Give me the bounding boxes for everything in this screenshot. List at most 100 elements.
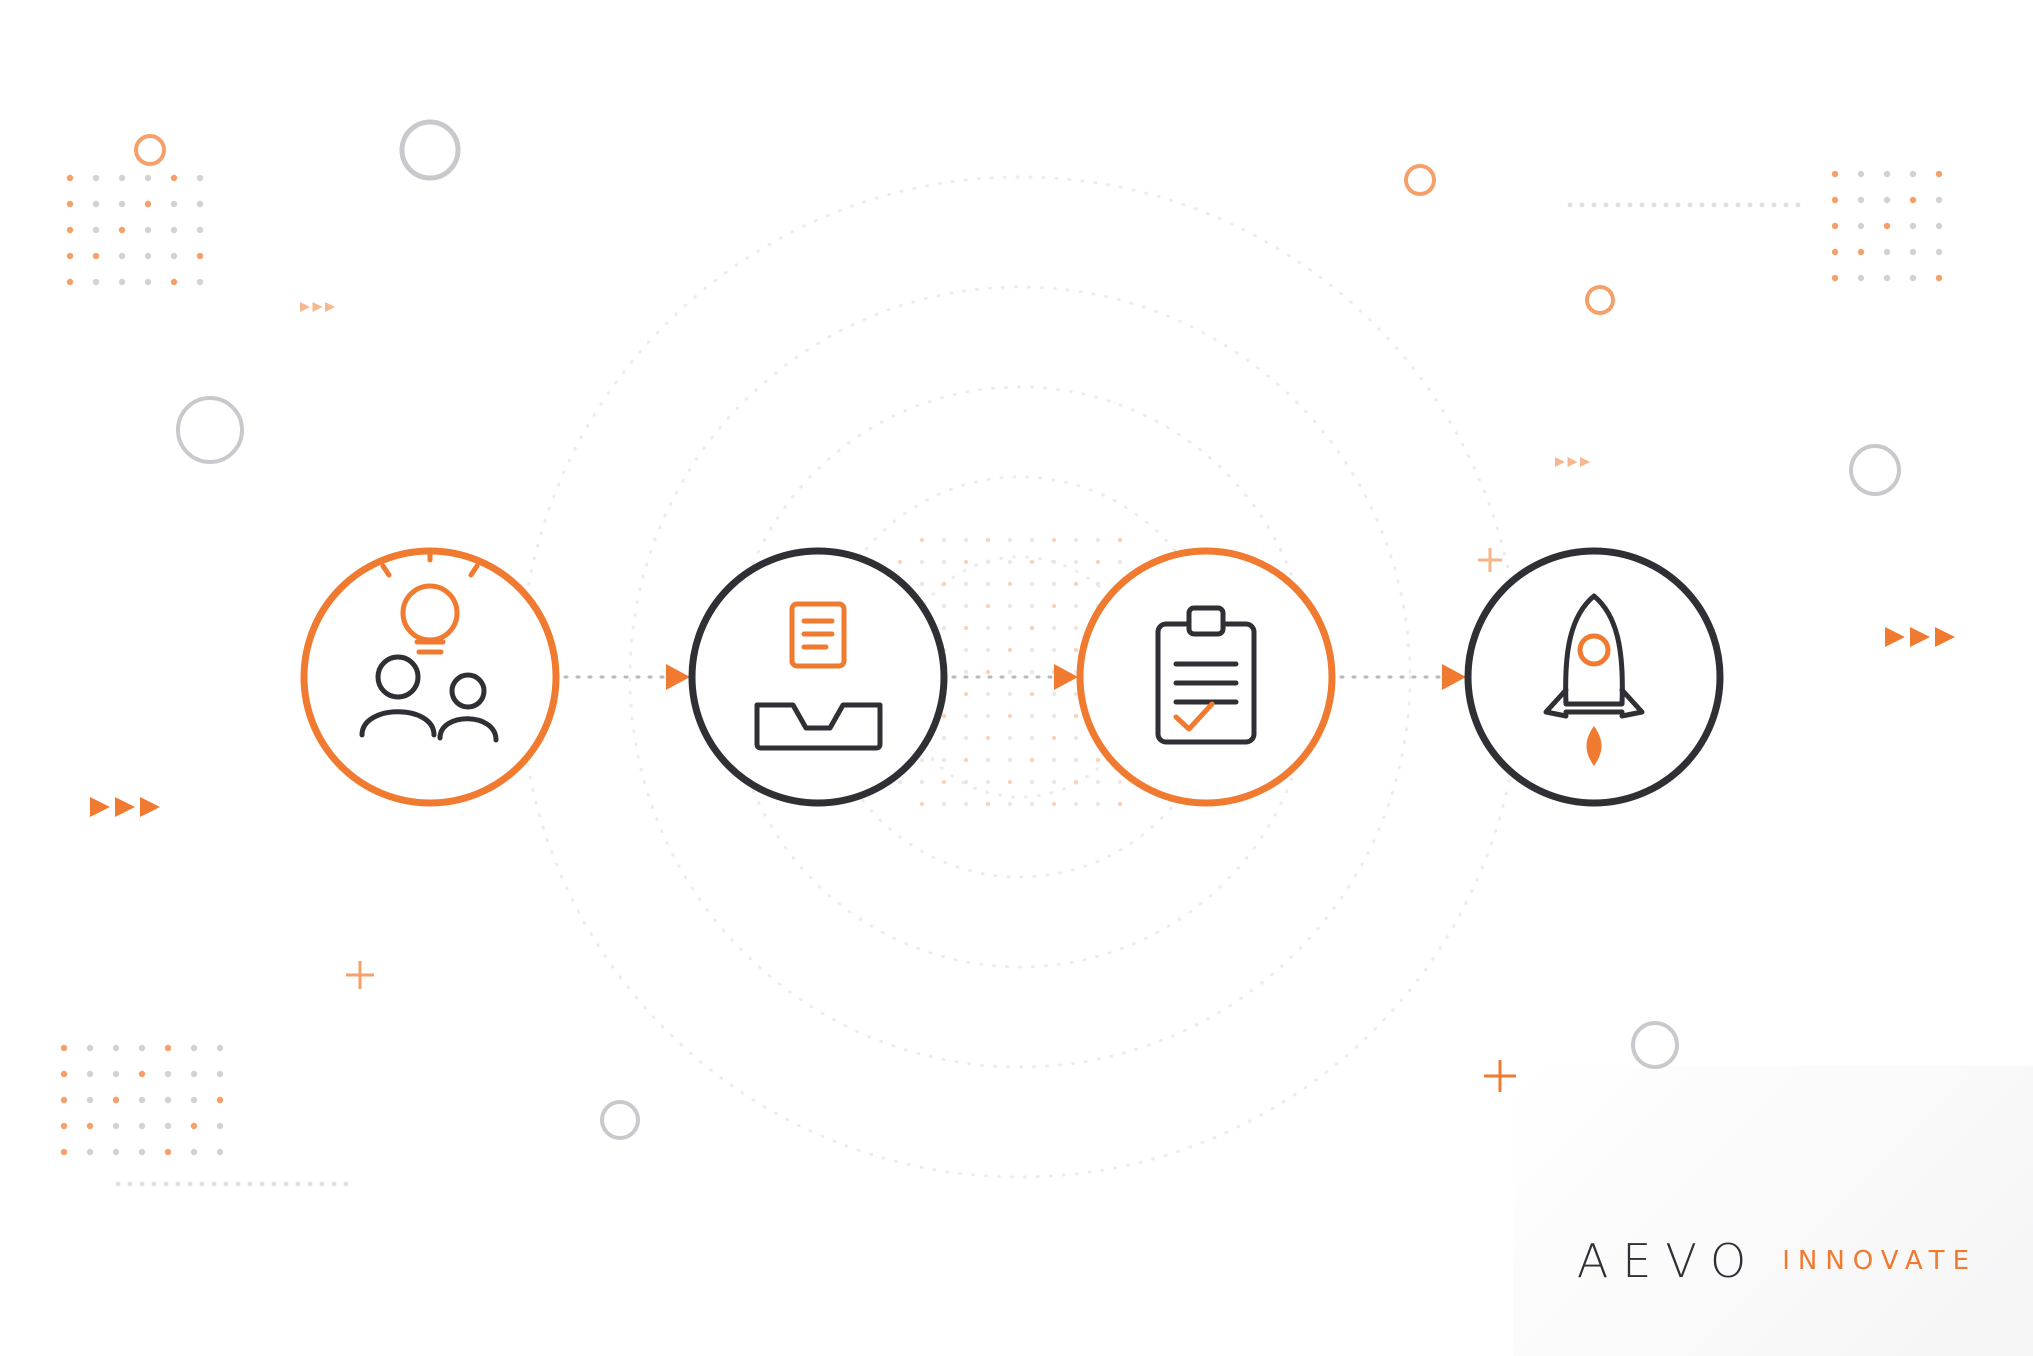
center-dot — [985, 537, 991, 543]
dotted-line-bottom-left — [223, 1181, 229, 1187]
dotted-line-top-right — [1723, 202, 1729, 208]
dotted-line-top-right — [1579, 202, 1585, 208]
dot-grid-top-left — [144, 174, 152, 182]
center-dot — [919, 537, 925, 543]
dot-grid-top-left — [66, 252, 74, 260]
center-dot — [1073, 757, 1079, 763]
arrows-icon — [1885, 627, 1905, 647]
dot-grid-bottom-left — [164, 1044, 172, 1052]
dot-grid-top-right — [1935, 196, 1943, 204]
dot-grid-top-right — [1831, 196, 1839, 204]
dot-grid-top-left — [144, 226, 152, 234]
center-dot — [941, 537, 947, 543]
team-idea-icon — [359, 547, 499, 743]
arrows-icon — [1555, 457, 1565, 467]
dot-grid-top-left — [66, 278, 74, 286]
arrows-icon — [312, 302, 323, 312]
dot-grid-bottom-left — [86, 1044, 94, 1052]
dot-grid-top-left — [196, 252, 204, 260]
dotted-line-bottom-left — [319, 1181, 325, 1187]
decor-ring — [1404, 164, 1436, 196]
dot-grid-bottom-left — [86, 1122, 94, 1130]
center-dot — [1051, 581, 1057, 587]
dotted-line-bottom-left — [211, 1181, 217, 1187]
center-dot — [1029, 559, 1035, 565]
center-dot — [941, 625, 947, 631]
decor-ring — [1631, 1021, 1679, 1069]
dot-grid-top-left — [196, 174, 204, 182]
dot-grid-top-right — [1831, 248, 1839, 256]
dot-grid-top-left — [196, 200, 204, 208]
center-dot — [1007, 757, 1013, 763]
center-dot — [963, 625, 969, 631]
center-dot — [1029, 779, 1035, 785]
center-dot — [1073, 713, 1079, 719]
center-dot — [1051, 559, 1057, 565]
dot-grid-top-right — [1935, 170, 1943, 178]
arrows-icon — [325, 302, 335, 312]
dot-grid-top-right — [1883, 170, 1891, 178]
center-dot — [985, 735, 991, 741]
dot-grid-top-right — [1909, 274, 1917, 282]
center-dot — [1007, 691, 1013, 697]
dot-grid-top-left — [92, 174, 100, 182]
dot-grid-bottom-left — [190, 1122, 198, 1130]
dot-grid-bottom-left — [112, 1096, 120, 1104]
dot-grid-top-left — [118, 278, 126, 286]
dot-grid-bottom-left — [86, 1070, 94, 1078]
dot-grid-top-right — [1883, 196, 1891, 204]
center-dot — [1073, 779, 1079, 785]
center-dot — [1095, 537, 1101, 543]
decor-ring — [399, 119, 461, 181]
dot-grid-top-right — [1909, 196, 1917, 204]
dotted-line-bottom-left — [247, 1181, 253, 1187]
center-dot — [985, 713, 991, 719]
dot-grid-top-left — [144, 200, 152, 208]
center-dot — [1117, 537, 1123, 543]
dot-grid-top-left — [170, 252, 178, 260]
center-dot — [1007, 581, 1013, 587]
dot-grid-bottom-left — [138, 1044, 146, 1052]
dotted-line-bottom-left — [259, 1181, 265, 1187]
center-dot — [1007, 713, 1013, 719]
dotted-line-bottom-left — [175, 1181, 181, 1187]
dot-grid-bottom-left — [60, 1044, 68, 1052]
dot-grid-top-right — [1909, 222, 1917, 230]
center-dot — [1051, 713, 1057, 719]
plus-icon — [346, 961, 374, 989]
dot-grid-top-left — [118, 174, 126, 182]
dotted-line-bottom-left — [343, 1181, 349, 1187]
center-dot — [1029, 735, 1035, 741]
center-dot — [985, 625, 991, 631]
center-dot — [1073, 647, 1079, 653]
center-dot — [919, 559, 925, 565]
dot-grid-bottom-left — [112, 1044, 120, 1052]
center-dot — [897, 559, 903, 565]
dot-grid-top-right — [1935, 248, 1943, 256]
corner-shade — [1513, 1066, 2033, 1356]
center-dot — [1051, 537, 1057, 543]
dot-grid-bottom-left — [86, 1148, 94, 1156]
decor-ring — [176, 396, 244, 464]
dotted-line-bottom-left — [187, 1181, 193, 1187]
dot-grid-bottom-left — [190, 1044, 198, 1052]
dot-grid-top-left — [196, 226, 204, 234]
dotted-line-top-right — [1663, 202, 1669, 208]
center-dot — [1029, 647, 1035, 653]
dot-grid-bottom-left — [164, 1070, 172, 1078]
dotted-line-bottom-left — [115, 1181, 121, 1187]
center-dot — [1029, 713, 1035, 719]
dot-grid-top-left — [92, 252, 100, 260]
center-dot — [985, 581, 991, 587]
dotted-line-top-right — [1783, 202, 1789, 208]
center-dot — [985, 603, 991, 609]
center-dot — [941, 801, 947, 807]
center-dot — [1007, 801, 1013, 807]
center-dot — [941, 559, 947, 565]
dot-grid-bottom-left — [138, 1070, 146, 1078]
center-dot — [941, 713, 947, 719]
dotted-line-bottom-left — [331, 1181, 337, 1187]
dot-grid-top-right — [1883, 274, 1891, 282]
decor-ring — [1585, 285, 1615, 315]
step-2-circle — [688, 547, 948, 807]
